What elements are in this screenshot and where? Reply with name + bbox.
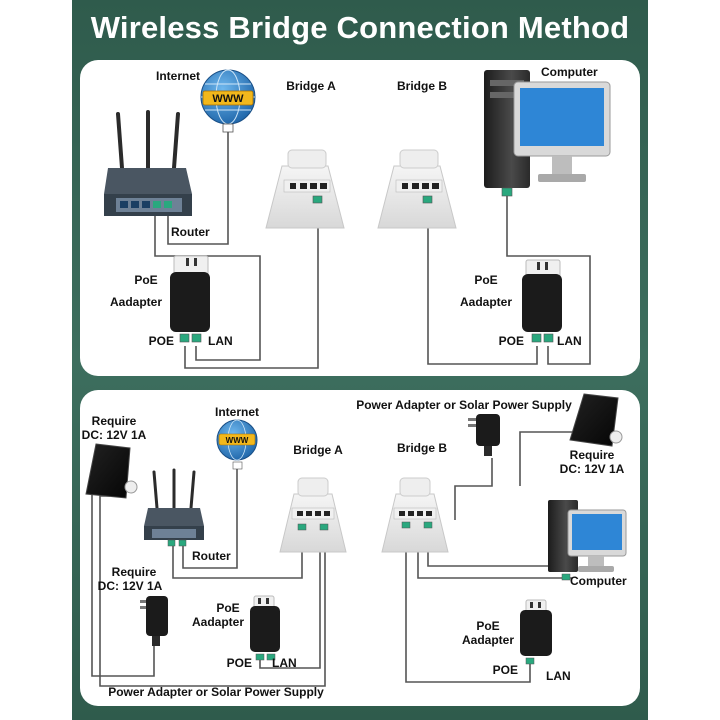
require-right-label-2: DC: 12V 1A bbox=[560, 462, 625, 476]
poe-mid-port-label: POE bbox=[227, 656, 252, 670]
lan-mid-port-label: LAN bbox=[272, 656, 297, 670]
wire-solar-right bbox=[519, 431, 580, 486]
require-left-label-1: Require bbox=[92, 414, 137, 428]
poe-right-bottom-port-label: POE bbox=[493, 663, 518, 677]
top-wires bbox=[154, 132, 591, 369]
computer-bottom-icon bbox=[548, 500, 627, 581]
wire-poe-bridge-b bbox=[427, 202, 538, 365]
solar-panel-right-icon bbox=[569, 393, 623, 447]
wire-bridge-b-poe-right bbox=[405, 528, 531, 683]
poe-adapter-right-icon bbox=[522, 259, 562, 343]
diagram-title: Wireless Bridge Connection Method bbox=[90, 10, 630, 45]
wire-computer-poe bbox=[506, 196, 591, 365]
poe-adapter-right-bottom-icon bbox=[520, 599, 552, 665]
computer-icon bbox=[484, 70, 611, 197]
bridge-a-label-bottom: Bridge A bbox=[293, 443, 343, 457]
bottom-wires bbox=[91, 431, 580, 687]
www-label: WWW bbox=[212, 93, 244, 105]
internet-globe-icon bbox=[200, 69, 256, 133]
wire-bridge-b-computer bbox=[427, 528, 564, 567]
wire-poe-mid-bridge-a bbox=[259, 540, 321, 669]
lan-right-bottom-port-label: LAN bbox=[546, 669, 571, 683]
poe-right-label-2: Aadapter bbox=[460, 295, 512, 309]
computer-label-bottom: Computer bbox=[570, 574, 627, 588]
poe-mid-label-2: Aadapter bbox=[192, 615, 244, 629]
bridge-a-bottom-icon bbox=[279, 477, 347, 553]
internet-globe-bottom-icon bbox=[216, 419, 258, 470]
wire-internet-router bbox=[167, 132, 229, 245]
bridge-b-icon bbox=[377, 149, 457, 229]
poe-left-label-1: PoE bbox=[134, 273, 157, 287]
power-adapter-top-icon bbox=[468, 414, 500, 456]
poe-right-port-label: POE bbox=[499, 334, 524, 348]
power-supply-top-label: Power Adapter or Solar Power Supply bbox=[356, 398, 572, 412]
wire-adapter-bridge-b bbox=[454, 458, 493, 520]
bridge-a-label-top: Bridge A bbox=[286, 79, 336, 93]
computer-label-top: Computer bbox=[541, 65, 598, 79]
www-bottom-label: WWW bbox=[226, 436, 249, 445]
bridge-b-bottom-icon bbox=[381, 477, 449, 553]
lan-right-port-label: LAN bbox=[557, 334, 582, 348]
require-mid-label-1: Require bbox=[112, 565, 157, 579]
power-supply-bottom-label: Power Adapter or Solar Power Supply bbox=[108, 685, 324, 699]
bridge-b-label-bottom: Bridge B bbox=[397, 441, 447, 455]
wire-internet-router-bottom bbox=[182, 468, 238, 569]
router-label-top: Router bbox=[171, 225, 210, 239]
poe-right-bottom-label-2: Aadapter bbox=[462, 633, 514, 647]
wire-adapter-mid bbox=[91, 494, 155, 677]
poe-mid-label-1: PoE bbox=[216, 601, 239, 615]
router-icon bbox=[104, 110, 192, 216]
wire-router-bridge-a bbox=[172, 530, 303, 579]
power-adapter-mid-icon bbox=[140, 596, 168, 646]
lan-left-port-label: LAN bbox=[208, 334, 233, 348]
require-right-label-1: Require bbox=[570, 448, 615, 462]
internet-label-bottom: Internet bbox=[215, 405, 259, 419]
poe-adapter-mid-icon bbox=[250, 595, 280, 661]
router-bottom-icon bbox=[144, 468, 204, 547]
wire-router-poe bbox=[154, 214, 261, 361]
require-left-label-2: DC: 12V 1A bbox=[82, 428, 147, 442]
require-mid-label-2: DC: 12V 1A bbox=[98, 579, 163, 593]
bridge-a-icon bbox=[265, 149, 345, 229]
internet-label-top: Internet bbox=[156, 69, 200, 83]
wire-poe-bridge-a bbox=[184, 202, 319, 369]
poe-left-port-label: POE bbox=[149, 334, 174, 348]
poe-left-label-2: Aadapter bbox=[110, 295, 162, 309]
bridge-b-label-top: Bridge B bbox=[397, 79, 447, 93]
router-label-bottom: Router bbox=[192, 549, 231, 563]
poe-right-bottom-label-1: PoE bbox=[476, 619, 499, 633]
poe-right-label-1: PoE bbox=[474, 273, 497, 287]
poe-adapter-left-icon bbox=[170, 255, 210, 343]
solar-panel-left-icon bbox=[85, 443, 138, 499]
